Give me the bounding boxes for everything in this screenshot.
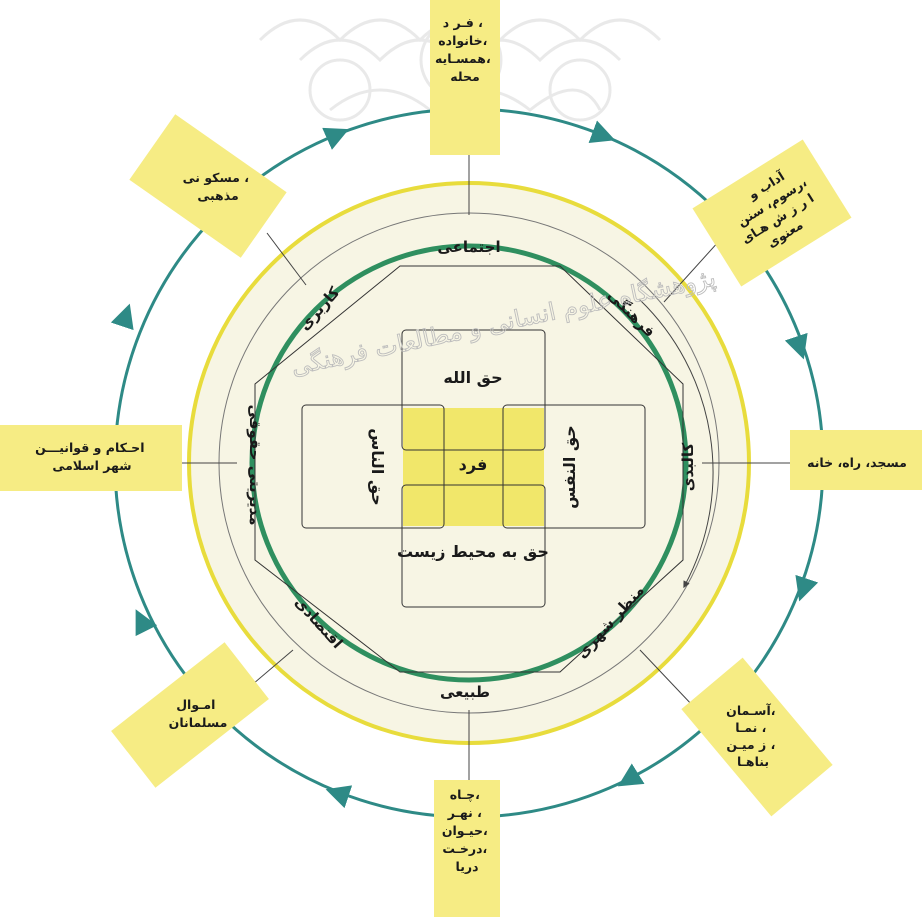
- cycle-arrows: [110, 120, 819, 809]
- box-bottom-line: درخـت،: [442, 841, 487, 856]
- haq-alnas-box: [301, 404, 445, 529]
- ring-label-legal-management: مدیریتی حقوقی: [246, 404, 264, 525]
- box-bottom-line: چـاه،: [450, 787, 480, 802]
- box-top-line: فـر د ،: [443, 15, 483, 30]
- haq-alnafs-box: [502, 404, 646, 529]
- green-main-ring: [249, 243, 689, 683]
- box-bottom-right-line: ز میـن ،: [726, 737, 775, 752]
- box-bottom-line: دریا: [456, 859, 479, 874]
- box-bottom-line: نهـر ،: [447, 805, 482, 820]
- box-top-line: محله: [450, 69, 479, 84]
- svg-text:آسـمان، نمـا ،: آسـمان، نمـا ، ز میـن ، بناهـا: [726, 703, 780, 769]
- ring-label-natural: طبیعی: [440, 683, 490, 701]
- cycle-arrow: [617, 763, 645, 787]
- svg-text:احـکام و قوانیـــن شهر ا: احـکام و قوانیـــن شهر اسلامی: [35, 440, 149, 473]
- outer-box-bottom: چـاه، نهـر ، حیـوان، درخـت، دریا: [434, 780, 500, 917]
- haq-allah-box: [401, 329, 546, 451]
- box-bottom-left-line: مسلمانان: [169, 715, 228, 730]
- box-bottom-left-line: امـوال: [176, 697, 215, 712]
- ring-label-physical: کالبدی: [679, 442, 697, 491]
- box-top-line: خانواده،: [438, 33, 487, 48]
- box-bottom-right-line: آسـمان،: [726, 703, 776, 718]
- haq-environment-box: [401, 484, 546, 608]
- box-left-line: احـکام و قوانیـــن: [35, 440, 144, 456]
- cycle-arrow: [588, 120, 616, 144]
- box-top-left-line: مذهبی: [197, 188, 238, 203]
- outer-box-top-right: آداب و رسوم، سنن، ا ر ز ش هـای معنوی: [692, 139, 852, 287]
- inner-curved-arrow: [639, 299, 714, 589]
- haq-alnas-label: حق الناس: [368, 428, 387, 506]
- cycle-arrow: [795, 574, 819, 602]
- svg-text:مسکو نی ، مذهبی: مسکو نی ، مذهبی: [183, 170, 254, 203]
- box-left-line: شهر اسلامی: [52, 458, 131, 473]
- haq-alnafs-label: حق النفس: [560, 425, 579, 509]
- fard-label: فرد: [459, 455, 488, 474]
- connector-lines: [182, 155, 790, 780]
- outer-box-top: فـر د ، خانواده، همسـايه، محله: [430, 0, 500, 155]
- cycle-arrow: [784, 332, 808, 360]
- inner-octagon: [254, 265, 684, 673]
- cycle-arrow: [322, 127, 349, 150]
- svg-text:فـر د ، خانواده، ه: فـر د ، خانواده، همسـايه، محله: [435, 15, 495, 84]
- outer-box-bottom-left: امـوال مسلمانان: [111, 642, 269, 788]
- outer-box-left: احـکام و قوانیـــن شهر اسلامی: [0, 425, 182, 491]
- box-bottom-right-line: بناهـا: [737, 754, 769, 769]
- haq-allah-label: حق الله: [443, 368, 502, 387]
- box-top-line: همسـايه،: [435, 51, 491, 66]
- cycle-arrow: [135, 609, 158, 637]
- box-top-left-line: مسکو نی ،: [183, 170, 250, 185]
- box-bottom-right-line: نمـا ،: [735, 720, 766, 735]
- box-right-line: مسجد، راه، خانه: [807, 455, 907, 470]
- outer-box-bottom-right: آسـمان، نمـا ، ز میـن ، بناهـا: [681, 657, 833, 817]
- haq-environment-label: حق به محیط زیست: [397, 542, 549, 561]
- ring-label-social: اجتماعی: [437, 238, 500, 256]
- cycle-arrow: [325, 785, 353, 809]
- cycle-arrow: [110, 303, 134, 331]
- svg-text:چـاه، نهـر ، حیـوا: چـاه، نهـر ، حیـوان، درخـت، دریا: [442, 787, 492, 874]
- fard-highlight: [403, 408, 544, 526]
- svg-text:امـوال مسلمانان: امـوال مسلمانان: [169, 697, 228, 730]
- box-bottom-line: حیـوان،: [442, 823, 488, 838]
- outer-box-right: مسجد، راه، خانه: [790, 430, 922, 490]
- center-rights-diagram: حق الله فرد حق به محیط زیست حق الناس حق …: [301, 329, 646, 608]
- outer-box-top-left: مسکو نی ، مذهبی: [129, 114, 287, 258]
